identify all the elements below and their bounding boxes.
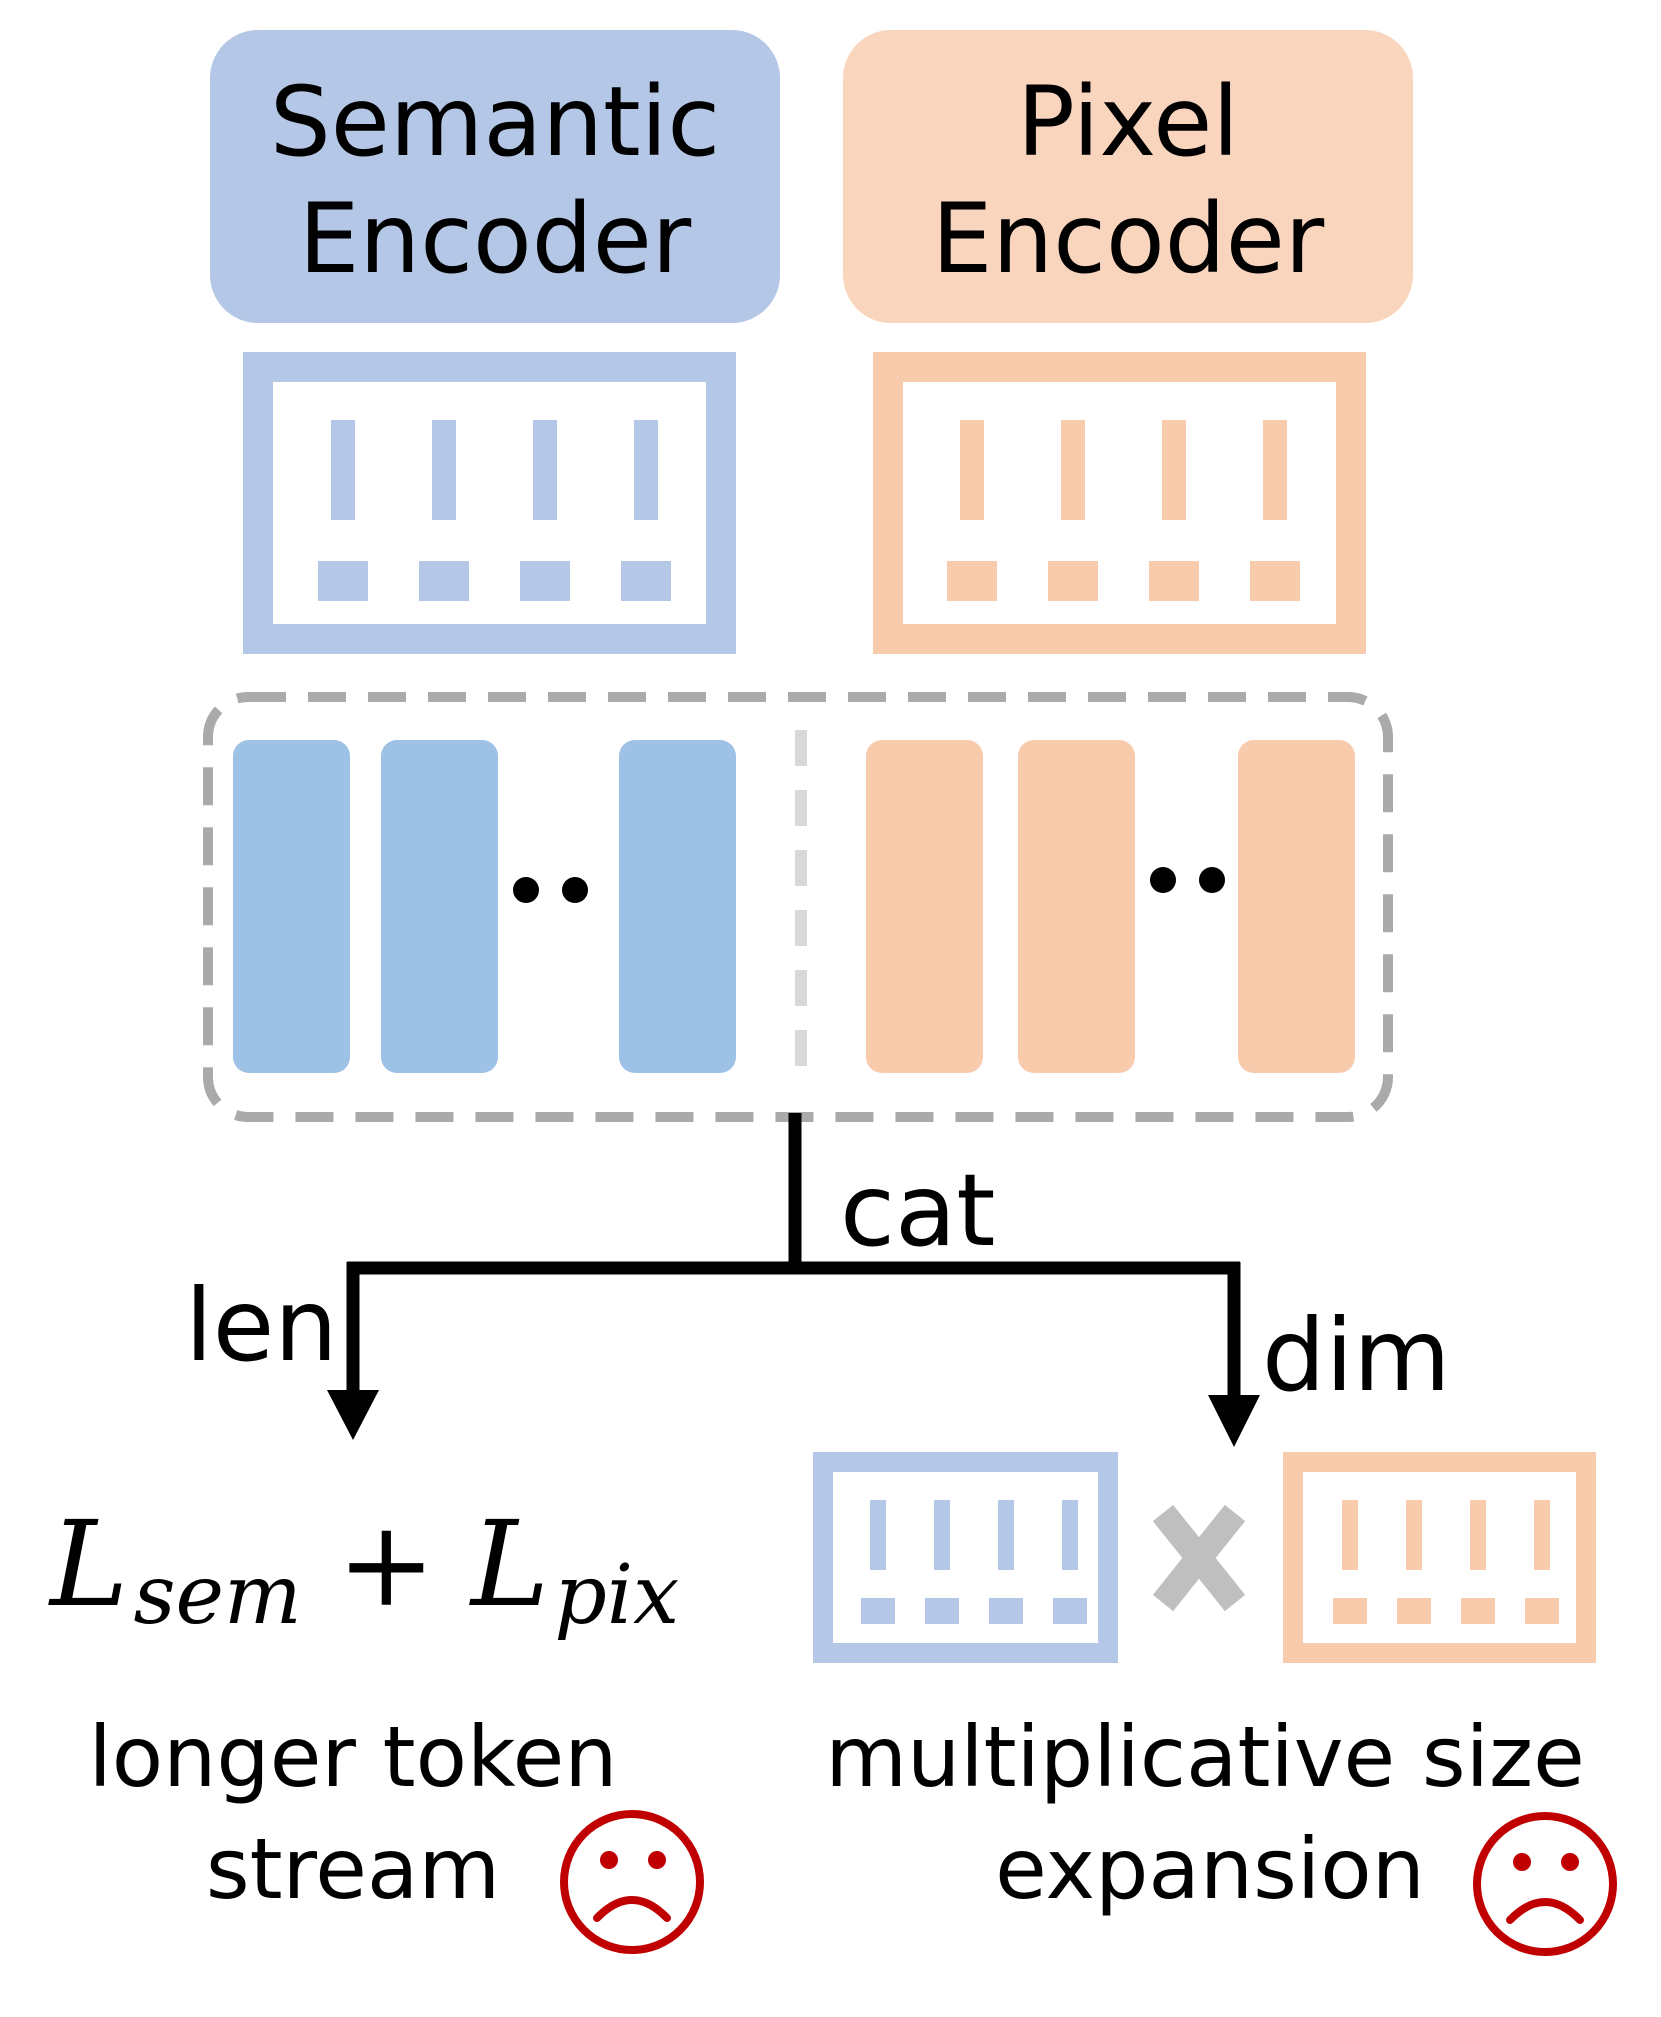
sad-face-icon <box>1473 1812 1617 1956</box>
multiply-icon <box>1152 1504 1246 1612</box>
len-caption-line1: longer token <box>88 1708 617 1806</box>
semantic-token <box>233 740 350 1073</box>
sad-face-icon <box>560 1810 704 1954</box>
semantic-token <box>381 740 498 1073</box>
pixel-encoder-line1: Pixel <box>1017 66 1239 178</box>
semantic-token <box>619 740 736 1073</box>
ellipsis-icon <box>1150 867 1225 893</box>
arrow-head-len <box>327 1390 379 1440</box>
pixel-mini-panel <box>1283 1452 1596 1663</box>
formula-sub-sem: sem <box>133 1548 301 1643</box>
ellipsis-icon <box>513 877 588 903</box>
semantic-encoder-line1: Semantic <box>270 66 720 178</box>
pixel-token <box>1238 740 1355 1073</box>
dim-caption-line2: expansion <box>995 1820 1425 1918</box>
semantic-token-panel <box>243 352 736 654</box>
pixel-encoder-line2: Encoder <box>932 183 1325 295</box>
formula-plus: + <box>337 1495 436 1633</box>
semantic-mini-panel <box>813 1452 1118 1663</box>
branch-connector <box>346 1113 1241 1405</box>
formula-l-sem: L <box>48 1495 128 1633</box>
len-label: len <box>185 1267 338 1384</box>
semantic-encoder-line2: Encoder <box>299 183 692 295</box>
cat-label: cat <box>840 1152 995 1269</box>
pixel-encoder-box: Pixel Encoder <box>843 30 1413 323</box>
formula-l-pix: L <box>469 1495 549 1633</box>
concatenated-tokens-box <box>203 692 1393 1122</box>
pixel-token <box>1018 740 1135 1073</box>
semantic-encoder-box: Semantic Encoder <box>210 30 780 323</box>
len-caption-line2: stream <box>206 1820 500 1918</box>
length-formula: L sem + L pix <box>48 1495 679 1643</box>
dim-label: dim <box>1262 1297 1451 1414</box>
dim-caption-line1: multiplicative size <box>825 1708 1585 1806</box>
formula-sub-pix: pix <box>554 1548 679 1643</box>
pixel-token-panel <box>873 352 1366 654</box>
pixel-token <box>866 740 983 1073</box>
arrow-head-dim <box>1208 1395 1260 1447</box>
